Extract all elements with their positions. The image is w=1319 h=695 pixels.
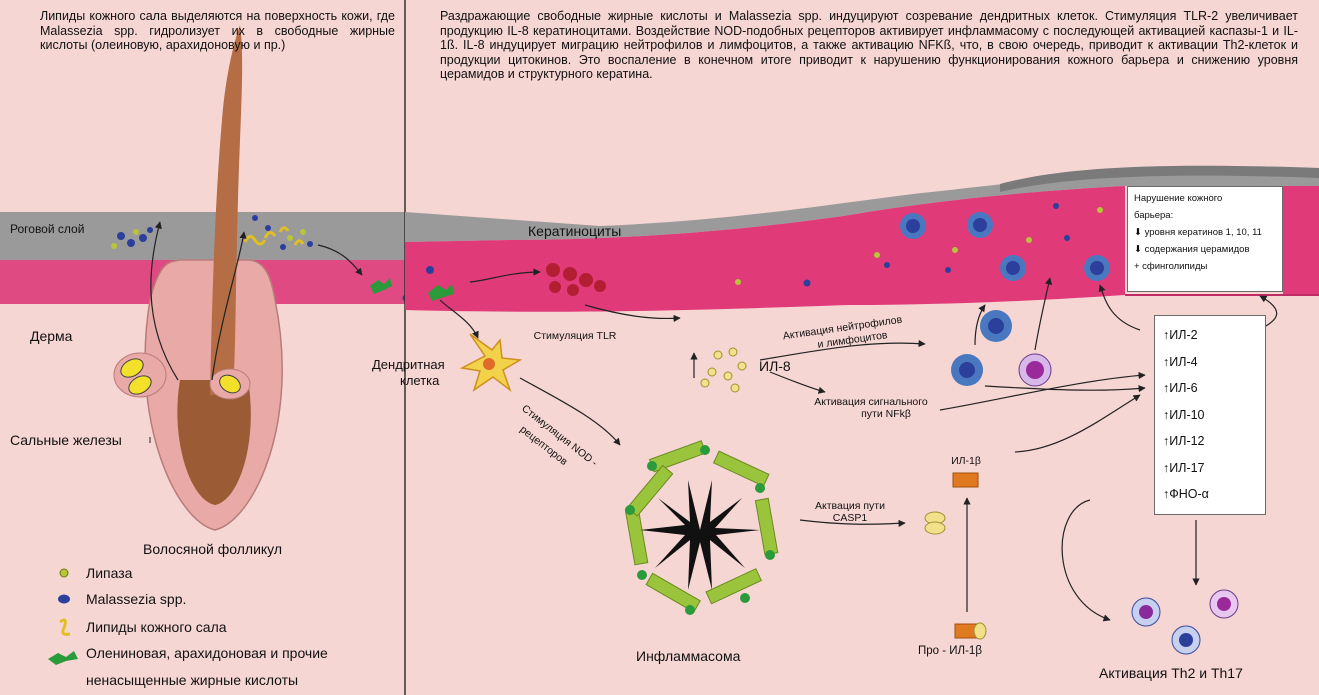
hair-follicle-label: Волосяной фолликул (143, 541, 282, 557)
inflammasome-shape (625, 441, 778, 615)
legend-fatty-acids: Олениновая, арахидоновая и прочие (86, 645, 328, 661)
il1b-label: ИЛ-1β (946, 455, 986, 467)
left-intro-text: Липиды кожного сала выделяются на поверх… (40, 9, 395, 53)
legend-icons (48, 569, 78, 665)
cytokine-item: ИЛ-2 (1163, 322, 1257, 349)
cytokine-item: ФНО-α (1163, 481, 1257, 508)
legend-lipase: Липаза (86, 565, 132, 581)
cytokine-box: ИЛ-2 ИЛ-4 ИЛ-6 ИЛ-10 ИЛ-12 ИЛ-17 ФНО-α (1154, 315, 1266, 515)
left-skin-section (0, 25, 410, 530)
dendritic-cell-label: Дендритная (372, 358, 445, 373)
cytokine-item: ИЛ-10 (1163, 402, 1257, 429)
pro-il1b-label: Про - ИЛ-1β (918, 645, 982, 658)
tlr-label: Стимуляция TLR (520, 330, 630, 342)
keratinocytes-label: Кератиноциты (528, 223, 621, 239)
casp1-label: Актвация пути (800, 500, 900, 512)
cytokine-item: ИЛ-4 (1163, 349, 1257, 376)
fatty-acid-icon (48, 651, 78, 665)
cytokine-item: ИЛ-17 (1163, 455, 1257, 482)
right-intro-text: Раздражающие свободные жирные кислоты и … (440, 9, 1298, 82)
cytokine-item: ИЛ-12 (1163, 428, 1257, 455)
barrier-sphingolipid-line: + сфинголипиды (1134, 258, 1276, 275)
barrier-title: Нарушение кожного (1134, 190, 1276, 207)
barrier-keratin-line: ⬇ уровня кератинов 1, 10, 11 (1134, 224, 1276, 241)
dendritic-cell-label-2: клетка (400, 374, 439, 389)
il8-label: ИЛ-8 (759, 358, 791, 374)
lipase-dot-icon (60, 569, 68, 577)
nfkb-label-2: пути NFkβ (826, 408, 946, 420)
malassezia-icon (58, 595, 70, 604)
barrier-ceramide-line: ⬇ содержания церамидов (1134, 241, 1276, 258)
barrier-disruption-box: Нарушение кожного барьера: ⬇ уровня кера… (1127, 186, 1283, 292)
casp1-label-2: CASP1 (800, 512, 900, 524)
il8-dots (701, 348, 746, 392)
legend-fatty-acids-line2: ненасыщенные жирные кислоты (86, 672, 298, 688)
horny-layer-label: Роговой слой (10, 223, 84, 237)
casp1-product (925, 512, 945, 534)
il1b-block (953, 473, 978, 487)
legend-sebum-lipids: Липиды кожного сала (86, 619, 227, 635)
legend-malassezia: Malassezia spp. (86, 591, 186, 607)
sebum-lipid-icon (60, 620, 70, 634)
sebaceous-glands-label: Сальные железы (10, 432, 122, 448)
cytokine-item: ИЛ-6 (1163, 375, 1257, 402)
barrier-title-2: барьера: (1134, 207, 1276, 224)
epidermis-right (405, 186, 1125, 312)
nfkb-label: Активация сигнального (796, 396, 946, 408)
inflammasome-label: Инфламмасома (636, 648, 740, 664)
dermis-label: Дерма (30, 328, 72, 344)
th-activation-label: Активация Th2 и Th17 (1099, 665, 1243, 681)
